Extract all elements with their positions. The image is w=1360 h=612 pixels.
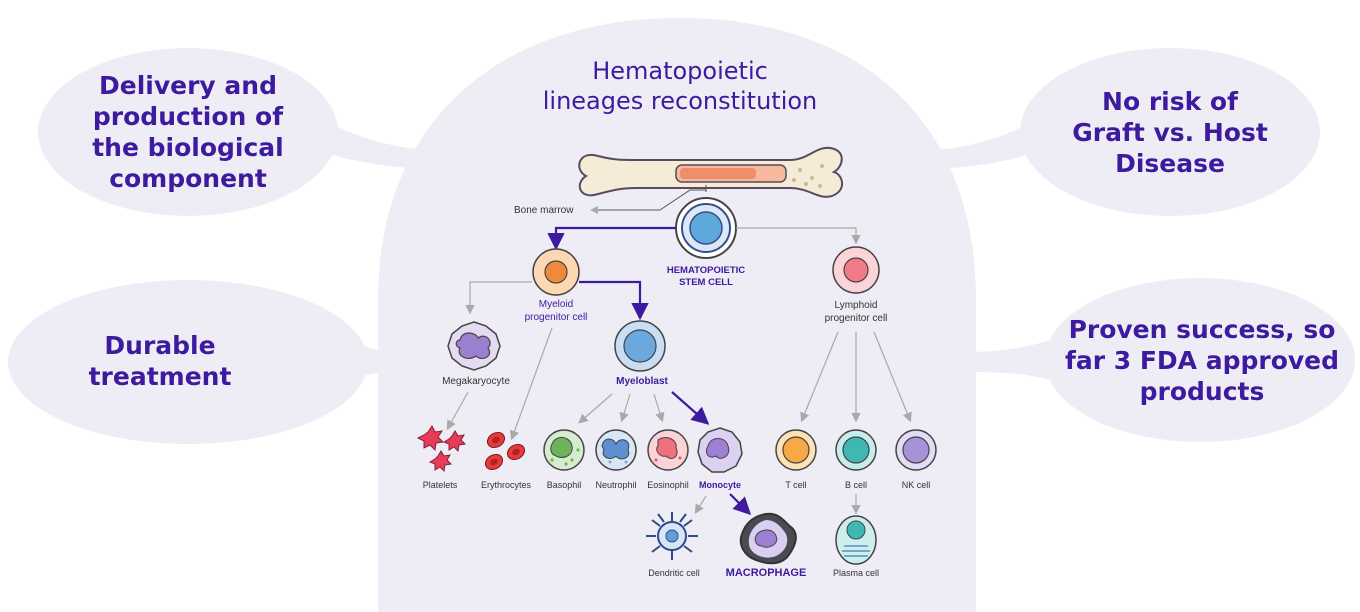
neutrophil-icon bbox=[595, 429, 637, 471]
t-cell-icon bbox=[775, 429, 817, 471]
text-line: No risk of bbox=[1102, 87, 1238, 116]
megakaryocyte-label: Megakaryocyte bbox=[442, 376, 510, 387]
bone-marrow-label: Bone marrow bbox=[514, 205, 574, 216]
hsc-label-1: HEMATOPOIETIC bbox=[667, 265, 745, 276]
bubble-text-top-left: Delivery and production of the biologica… bbox=[60, 70, 316, 194]
text-line: Durable bbox=[104, 331, 216, 360]
monocyte-label: Monocyte bbox=[699, 480, 741, 490]
bubble-mid-right bbox=[1045, 278, 1355, 442]
erythrocytes-label: Erythrocytes bbox=[481, 480, 532, 490]
arrow-hsc-lymphoid bbox=[736, 227, 861, 245]
arrow-to-eosinophil bbox=[653, 393, 665, 423]
arrow-myeloid-erythrocytes bbox=[509, 327, 553, 441]
arrow-lymphoid-nkcell bbox=[873, 331, 912, 423]
text-line: products bbox=[1139, 377, 1265, 406]
megakaryocyte-icon bbox=[447, 321, 501, 371]
bubble-text-mid-left: Durable treatment bbox=[60, 330, 260, 392]
b-cell-label: B cell bbox=[845, 480, 867, 490]
eosinophil-label: Eosinophil bbox=[647, 480, 689, 490]
macrophage-label: MACROPHAGE bbox=[726, 567, 807, 579]
platelets-label: Platelets bbox=[423, 480, 458, 490]
text-line: Delivery and bbox=[99, 71, 277, 100]
text-line: Proven success, so bbox=[1068, 315, 1336, 344]
bone-icon bbox=[578, 146, 843, 198]
hsc-label-2: STEM CELL bbox=[679, 277, 733, 288]
arrow-lymphoid-tcell bbox=[800, 331, 839, 423]
bubble-text-mid-right: Proven success, so far 3 FDA approved pr… bbox=[1062, 314, 1342, 407]
plasma-label: Plasma cell bbox=[833, 568, 879, 578]
myeloblast-label: Myeloblast bbox=[616, 376, 668, 387]
stem-cell-icon bbox=[675, 197, 737, 259]
bubble-text-top-right: No risk of Graft vs. Host Disease bbox=[1040, 86, 1300, 179]
text-line: production of bbox=[92, 102, 284, 131]
text-line: far 3 FDA approved bbox=[1064, 346, 1340, 375]
erythrocytes-icon bbox=[484, 431, 526, 471]
arrow-myeloid-myeloblast bbox=[579, 280, 649, 321]
lymphoid-label-1: Lymphoid bbox=[835, 300, 878, 311]
page-title: Hematopoietic lineages reconstitution bbox=[480, 56, 880, 116]
arrow-megakaryocyte-platelets bbox=[446, 391, 469, 431]
macrophage-icon bbox=[739, 512, 797, 565]
text-line: Graft vs. Host bbox=[1072, 118, 1268, 147]
platelets-icon bbox=[416, 425, 467, 473]
lymphoid-progenitor-icon bbox=[832, 246, 880, 294]
arrow-to-neutrophil bbox=[619, 393, 631, 423]
title-line: Hematopoietic bbox=[592, 57, 768, 85]
bubble-top-right bbox=[1020, 48, 1320, 216]
text-line: the biological bbox=[92, 133, 284, 162]
bubble-top-left bbox=[38, 48, 338, 216]
monocyte-icon bbox=[697, 427, 743, 473]
myeloblast-icon bbox=[614, 320, 666, 372]
arrow-monocyte-dendritic bbox=[694, 495, 707, 515]
text-line: Disease bbox=[1115, 149, 1225, 178]
bubble-mid-left bbox=[8, 280, 368, 444]
arrow-hsc-myeloid bbox=[547, 226, 676, 251]
myeloid-label-1: Myeloid bbox=[539, 299, 573, 310]
nk-cell-label: NK cell bbox=[902, 480, 931, 490]
dendritic-label: Dendritic cell bbox=[648, 568, 700, 578]
text-line: treatment bbox=[88, 362, 232, 391]
arrow-to-monocyte bbox=[671, 391, 710, 425]
title-line: lineages reconstitution bbox=[542, 87, 818, 115]
eosinophil-icon bbox=[647, 429, 689, 471]
basophil-label: Basophil bbox=[547, 480, 582, 490]
dendritic-icon bbox=[646, 512, 698, 560]
myeloid-progenitor-icon bbox=[532, 248, 580, 296]
arrow-monocyte-macrophage bbox=[729, 493, 752, 516]
arrow-myeloid-megakaryocyte bbox=[465, 281, 532, 315]
neutrophil-label: Neutrophil bbox=[595, 480, 636, 490]
text-line: component bbox=[109, 164, 267, 193]
myeloid-label-2: progenitor cell bbox=[525, 312, 588, 323]
t-cell-label: T cell bbox=[785, 480, 806, 490]
b-cell-icon bbox=[835, 429, 877, 471]
lymphoid-label-2: progenitor cell bbox=[825, 313, 888, 324]
arrow-to-basophil bbox=[578, 393, 613, 424]
nk-cell-icon bbox=[895, 429, 937, 471]
plasma-cell-icon bbox=[835, 515, 877, 565]
basophil-icon bbox=[543, 429, 585, 471]
